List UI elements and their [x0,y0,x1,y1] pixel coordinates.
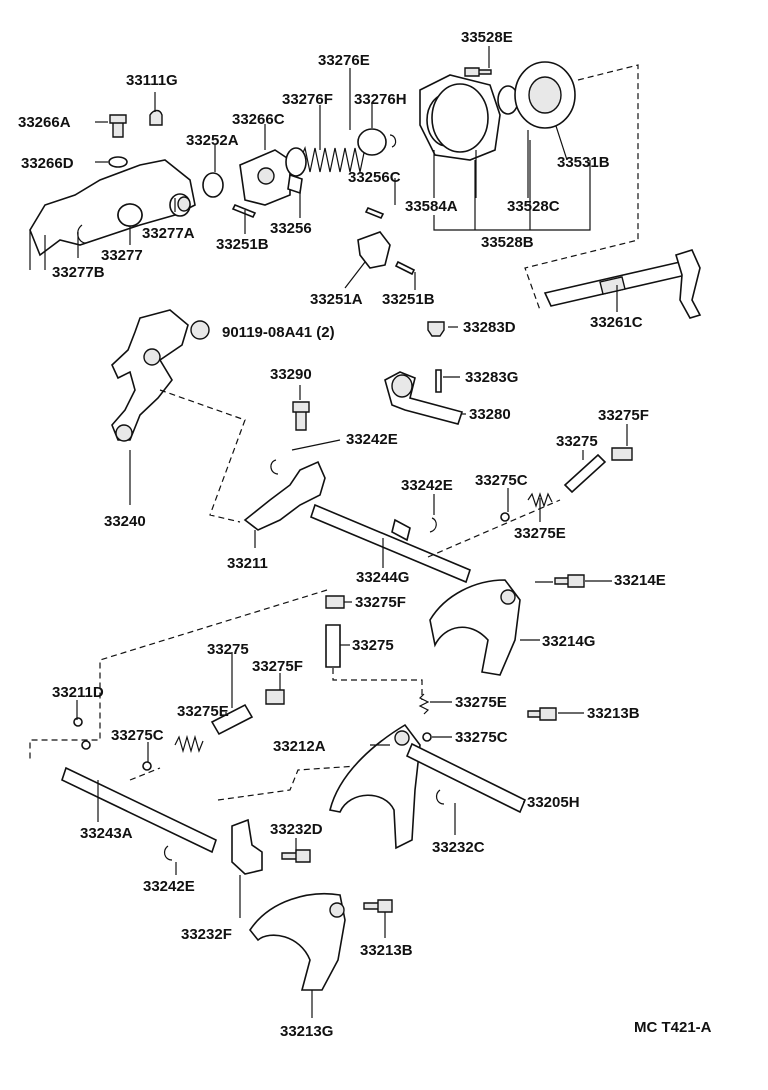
detent-parts-center [29,589,430,760]
part-label-33242E-mid: 33242E [346,431,398,448]
part-label-33261C: 33261C [590,314,643,331]
extension-housing-group [419,61,639,311]
part-label-33531B: 33531B [557,154,610,171]
part-label-33290: 33290 [270,366,312,383]
part-label-33214E: 33214E [614,572,666,589]
part-label-33266D: 33266D [21,155,74,172]
part-label-33275-center: 33275 [352,637,394,654]
part-label-33205H: 33205H [527,794,580,811]
part-label-33213B-upper: 33213B [587,705,640,722]
part-label-33584A: 33584A [405,198,458,215]
diagram-code: MC T421-A [634,1019,712,1036]
part-labels: 33528E 33111G 33276E 33266A 33276F 33276… [18,29,712,1040]
leader-lines [76,46,628,1018]
part-label-33213B-lower: 33213B [360,942,413,959]
part-label-33528E: 33528E [461,29,513,46]
part-label-33251B-top: 33251B [216,236,269,253]
part-label-33244G: 33244G [356,569,409,586]
part-label-33528C: 33528C [507,198,560,215]
part-label-33211: 33211 [227,555,268,572]
part-label-33240: 33240 [104,513,146,530]
detent-parts-right [500,447,633,522]
part-label-33275F-center: 33275F [355,594,406,611]
shift-shaft-33261C [543,249,702,319]
shift-fork-33213G [249,892,393,991]
part-label-33251B: 33251B [382,291,435,308]
part-label-33277A: 33277A [142,225,195,242]
part-label-33275C-left: 33275C [111,727,164,744]
part-label-33266C: 33266C [232,111,285,128]
part-label-33283G: 33283G [465,369,518,386]
shift-lever-33240 [111,309,246,523]
part-label-33276H: 33276H [354,91,407,108]
part-label-33242E-lower: 33242E [143,878,195,895]
part-label-33280: 33280 [469,406,511,423]
part-label-33214G: 33214G [542,633,595,650]
part-label-33212A: 33212A [273,738,326,755]
part-label-33111G: 33111G [126,72,178,89]
part-label-33276F: 33276F [282,91,333,108]
part-label-33277B: 33277B [52,264,105,281]
part-label-33252A: 33252A [186,132,239,149]
shift-lever-33232F [231,818,311,875]
shift-fork-33214G [429,574,585,676]
part-label-33528B: 33528B [481,234,534,251]
part-label-33275C-right: 33275C [475,472,528,489]
part-label-33211D: 33211D [52,684,104,701]
part-label-33275-right: 33275 [556,433,598,450]
fork-shaft-33243A [61,741,381,861]
part-label-33275-left: 33275 [207,641,249,658]
shift-fork-33212A [329,707,557,850]
part-label-33251A: 33251A [310,291,363,308]
part-label-33275C-center: 33275C [455,729,508,746]
part-label-33256: 33256 [270,220,312,237]
part-label-33232D: 33232D [270,821,323,838]
part-label-33242E-right: 33242E [401,477,453,494]
part-label-33232F: 33232F [181,926,232,943]
part-label-33275E-left: 33275E [177,703,229,720]
part-label-33275E-center: 33275E [455,694,507,711]
part-label-33243A: 33243A [80,825,133,842]
part-label-33277: 33277 [101,247,143,264]
part-label-33283D: 33283D [463,319,516,336]
fork-shaft-assembly [243,321,561,584]
part-label-33213G: 33213G [280,1023,333,1040]
part-label-33275F-right: 33275F [598,407,649,424]
part-label-33275F-left: 33275F [252,658,303,675]
part-label-33256C: 33256C [348,169,401,186]
part-label-90119-08A41: 90119-08A41 (2) [222,324,335,341]
part-label-33232C: 33232C [432,839,485,856]
part-label-33266A: 33266A [18,114,71,131]
detent-parts-left [73,689,285,771]
upper-shift-housing-group [29,109,416,276]
part-label-33276E: 33276E [318,52,370,69]
part-label-33275E-right: 33275E [514,525,566,542]
